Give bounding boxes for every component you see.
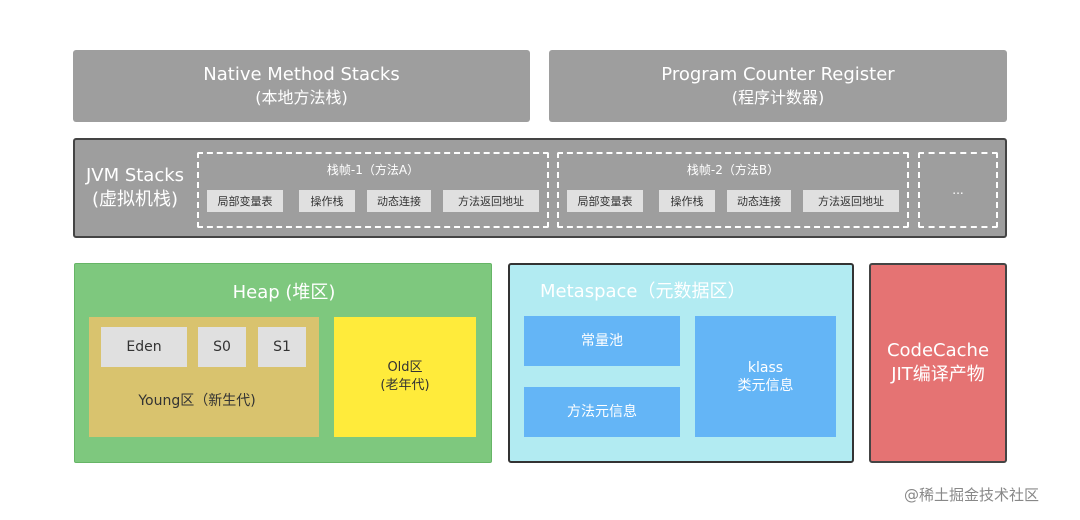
more-frames-ellipsis: ... [952, 183, 964, 197]
frame-1-return-address: 方法返回地址 [443, 190, 539, 212]
heap-title: Heap (堆区) [232, 282, 336, 303]
stack-frame-2-title: 栈帧-2（方法B） [686, 163, 780, 177]
native-method-stacks-subtitle: (本地方法栈) [255, 88, 348, 107]
program-counter-register-subtitle: (程序计数器) [731, 88, 825, 107]
program-counter-register-box: Program Counter Register (程序计数器) [549, 50, 1007, 122]
old-generation-label: Old区 [387, 360, 423, 375]
native-method-stacks-title: Native Method Stacks [203, 64, 400, 85]
stack-frame-more: ... [918, 152, 998, 228]
klass-metadata-box: klass 类元信息 [695, 316, 836, 437]
klass-label: klass [747, 359, 784, 376]
heap-box: Heap (堆区) Eden S0 S1 Young区（新生代) Old区 (老… [74, 263, 492, 463]
jvm-stacks-box: JVM Stacks (虚拟机栈) 栈帧-1（方法A） 局部变量表 操作栈 动态… [73, 138, 1007, 238]
codecache-box: CodeCache JIT编译产物 [869, 263, 1007, 463]
constant-pool-box: 常量池 [524, 316, 680, 366]
metaspace-title: Metaspace（元数据区） [540, 281, 746, 302]
stack-frame-1: 栈帧-1（方法A） 局部变量表 操作栈 动态连接 方法返回地址 [197, 152, 549, 228]
young-generation-label: Young区（新生代) [138, 393, 256, 409]
metaspace-box: Metaspace（元数据区） 常量池 方法元信息 klass 类元信息 [508, 263, 854, 463]
old-generation-sublabel: (老年代) [380, 378, 430, 393]
jvm-stacks-subtitle: (虚拟机栈) [91, 189, 179, 210]
eden-space: Eden [101, 327, 187, 367]
stack-frame-1-title: 栈帧-1（方法A） [326, 163, 420, 177]
frame-2-dynamic-linking: 动态连接 [727, 190, 791, 212]
survivor-s0: S0 [198, 327, 246, 367]
jvm-stacks-title: JVM Stacks [85, 165, 185, 186]
program-counter-register-title: Program Counter Register [661, 64, 895, 85]
survivor-s1: S1 [258, 327, 306, 367]
frame-2-return-address: 方法返回地址 [803, 190, 899, 212]
young-generation-box: Eden S0 S1 Young区（新生代) [89, 317, 319, 437]
codecache-subtitle: JIT编译产物 [891, 364, 985, 385]
native-method-stacks-box: Native Method Stacks (本地方法栈) [73, 50, 530, 122]
jvm-stacks-label: JVM Stacks (虚拟机栈) [77, 162, 193, 214]
klass-sublabel: 类元信息 [737, 377, 794, 394]
stack-frame-2: 栈帧-2（方法B） 局部变量表 操作栈 动态连接 方法返回地址 [557, 152, 909, 228]
frame-2-local-variables: 局部变量表 [567, 190, 643, 212]
method-metadata-box: 方法元信息 [524, 387, 680, 437]
frame-1-local-variables: 局部变量表 [207, 190, 283, 212]
watermark: @稀土掘金技术社区 [904, 486, 1040, 504]
frame-2-operand-stack: 操作栈 [659, 190, 715, 212]
frame-1-dynamic-linking: 动态连接 [367, 190, 431, 212]
codecache-title: CodeCache [886, 340, 990, 361]
frame-1-operand-stack: 操作栈 [299, 190, 355, 212]
old-generation-box: Old区 (老年代) [334, 317, 476, 437]
